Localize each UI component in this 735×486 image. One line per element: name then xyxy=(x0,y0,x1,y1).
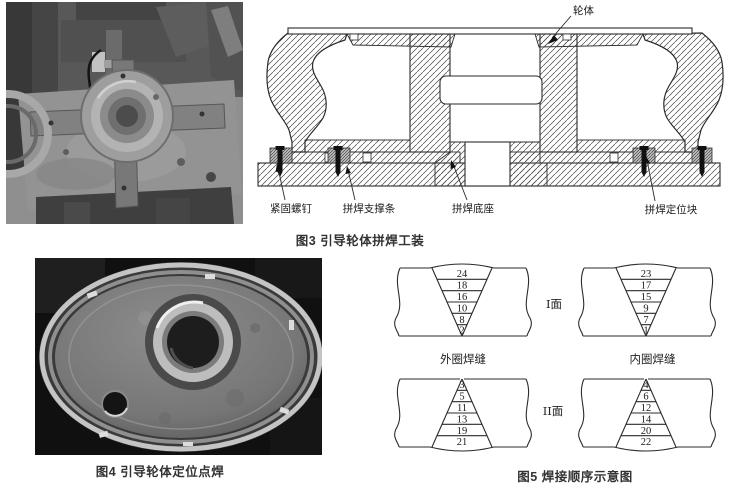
wheel-bottom-flange-right xyxy=(576,139,686,153)
seq-num: 19 xyxy=(457,426,468,437)
seq-num: 15 xyxy=(641,292,652,303)
face1-label: I面 xyxy=(545,297,563,311)
seq-num: 14 xyxy=(641,415,652,426)
seq-num: 4 xyxy=(643,380,649,391)
groove-inner-face1: 23 17 15 9 7 1 xyxy=(578,263,716,337)
fig4-caption: 图4 引导轮体定位点焊 xyxy=(95,465,225,479)
hub-column-right xyxy=(539,33,578,153)
fig3-annotations: 轮体 紧固螺钉 拼焊支撑条 拼焊底座 拼焊定位块 xyxy=(270,4,698,216)
seq-num: 2 xyxy=(459,326,464,337)
seq-num: 18 xyxy=(457,281,468,292)
seq-num: 7 xyxy=(643,315,648,326)
wheel-bottom-flange-left xyxy=(304,139,411,153)
wheel-photo xyxy=(35,258,322,455)
fixture-photo xyxy=(6,2,243,224)
seq-num: 24 xyxy=(457,269,468,280)
fig3-caption: 图3 引导轮体拼焊工装 xyxy=(295,234,425,248)
seq-num: 5 xyxy=(459,392,464,403)
seq-num: 22 xyxy=(641,437,652,448)
seq-num: 8 xyxy=(459,315,464,326)
face2-label: II面 xyxy=(542,404,564,418)
wheel-photo-art xyxy=(35,258,322,455)
label-weld-support-bar: 拼焊支撑条 xyxy=(343,202,396,215)
fig3-drawing: 轮体 紧固螺钉 拼焊支撑条 拼焊底座 拼焊定位块 xyxy=(257,4,724,216)
wheel-top-cap xyxy=(287,27,693,41)
label-weld-positioning-block: 拼焊定位块 xyxy=(645,203,698,216)
groove-outer-face1: 24 18 16 10 8 2 xyxy=(394,263,532,337)
seq-num: 10 xyxy=(457,304,468,315)
wheel-rim-right xyxy=(642,32,724,153)
seq-num: 9 xyxy=(643,304,648,315)
label-wheel-body: 轮体 xyxy=(573,4,594,17)
seq-num: 16 xyxy=(457,292,468,303)
fig5-caption: 图5 焊接顺序示意图 xyxy=(517,470,633,484)
seq-num: 20 xyxy=(641,426,652,437)
seq-num: 11 xyxy=(457,403,467,414)
seq-num: 6 xyxy=(643,392,648,403)
inner-seam-label: 内圈焊缝 xyxy=(629,352,676,366)
axle-bore xyxy=(439,75,543,105)
outer-seam-label: 外圈焊缝 xyxy=(440,352,486,366)
seq-num: 13 xyxy=(457,415,468,426)
wheel-rim-left xyxy=(266,32,348,153)
seq-num: 12 xyxy=(641,403,652,414)
seq-num: 3 xyxy=(459,380,464,391)
base-pedestal xyxy=(464,141,511,187)
fixture-photo-art xyxy=(6,2,243,224)
label-fastening-screw: 紧固螺钉 xyxy=(270,203,312,215)
label-weld-base: 拼焊底座 xyxy=(452,202,494,215)
seq-num: 23 xyxy=(641,269,652,280)
seq-num: 17 xyxy=(641,281,652,292)
groove-outer-face2: 3 5 11 13 19 21 xyxy=(394,378,532,452)
fastening-screws xyxy=(275,146,707,177)
seq-num: 21 xyxy=(457,437,468,448)
groove-inner-face2: 4 6 12 14 20 22 xyxy=(578,378,716,452)
tack-weld-marks xyxy=(86,274,294,446)
seq-num: 1 xyxy=(643,326,648,337)
